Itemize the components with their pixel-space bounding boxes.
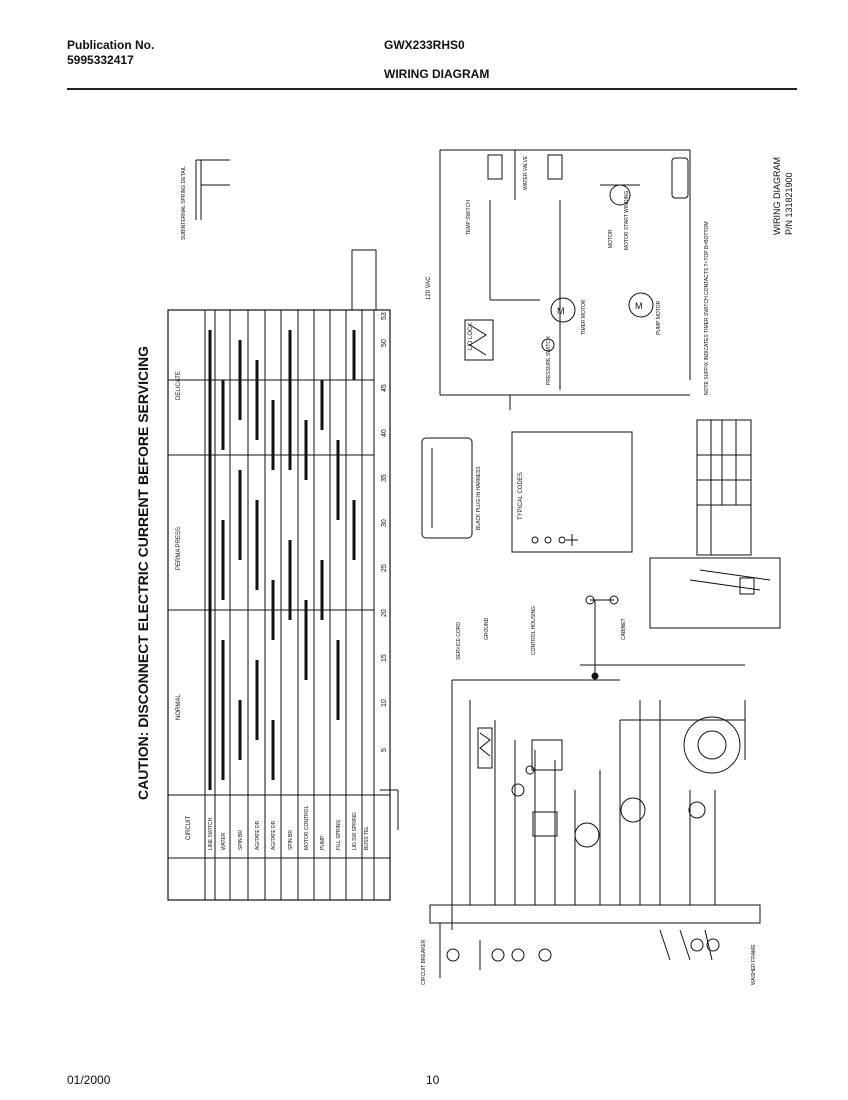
model-number: GWX233RHS0 [384, 38, 465, 52]
cord-detail [649, 557, 781, 629]
footer-date: 01/2000 [67, 1073, 111, 1087]
row-buss: BUSS TEL [364, 826, 370, 850]
tick-30: 30 [381, 519, 388, 527]
plug-harness: BLACK PLUG-IN HARNESS [421, 437, 482, 539]
row-line-switch: LINE SWITCH [208, 817, 214, 850]
timer-contact-note: NOTE SUFFIX INDICATES TIMER SWITCH CONTA… [704, 221, 710, 395]
label-cabinet: CABINET [621, 618, 627, 640]
tick-53: 53 [381, 312, 388, 320]
row-fill-spring: FILL SPRING [336, 820, 342, 850]
label-service-cord: SERVICE CORD [456, 622, 462, 660]
label-pressure-switch: PRESSURE SWITCH [546, 336, 552, 385]
col-circuit: CIRCUIT [186, 815, 192, 840]
spring-detail-label: SUBINTERNAL SPRING DETAIL [181, 166, 187, 240]
tick-25: 25 [381, 564, 388, 572]
legend: TYPICAL CODES [511, 431, 633, 553]
label-start-winding: MOTOR START WINDING [624, 191, 630, 250]
page-number: 10 [426, 1073, 440, 1087]
wiring-diagram: CAUTION: DISCONNECT ELECTRIC CURRENT BEF… [135, 149, 794, 985]
timer-chart [167, 309, 391, 901]
spring-detail: SUBINTERNAL SPRING DETAIL [181, 159, 230, 240]
label-timer-motor: TIMER MOTOR [581, 299, 587, 335]
label-control-housing: CONTROL HOUSING [531, 606, 537, 655]
lower-wiring: SERVICE CORD GROUND CONTROL HOUSING CABI… [421, 595, 761, 985]
label-circuit-breaker: CIRCUIT BREAKER [421, 939, 427, 985]
label-water-valve: WATER VALVE [523, 155, 529, 190]
tick-15: 15 [381, 654, 388, 662]
col-perma-press: PERMA PRESS [176, 527, 182, 570]
tick-45: 45 [381, 384, 388, 392]
row-agitate-2: AGITATE DR [271, 820, 277, 850]
caution-text: CAUTION: DISCONNECT ELECTRIC CURRENT BEF… [135, 346, 151, 800]
temp-switch-table [696, 419, 752, 556]
row-spin-br: SPIN BR [238, 830, 244, 850]
tick-40: 40 [381, 429, 388, 437]
header-rule [67, 88, 797, 90]
col-normal: NORMAL [176, 694, 182, 720]
label-washer-frame: WASHER FRAME [751, 944, 757, 985]
svg-text:M: M [557, 306, 565, 316]
tick-10: 10 [381, 699, 388, 707]
row-agitate-1: AGITATE DR [255, 820, 261, 850]
legend-title: TYPICAL CODES [518, 472, 524, 520]
row-lid-sw: LID SW SPRING [352, 812, 358, 850]
publication-number: 5995332417 [67, 53, 134, 67]
tick-20: 20 [381, 609, 388, 617]
tick-5: 5 [381, 748, 388, 752]
schematic: M M 120 VAC LID LOCK TEMP SWITCH WATER V… [426, 149, 691, 410]
drawing-title: WIRING DIAGRAM [772, 157, 782, 235]
label-pump-motor: PUMP MOTOR [656, 300, 662, 335]
row-motor-control: MOTOR CONTROL [304, 805, 310, 850]
tick-50: 50 [381, 339, 388, 347]
tick-35: 35 [381, 474, 388, 482]
label-120vac: 120 VAC [426, 276, 432, 300]
label-ground: GROUND [484, 617, 490, 640]
label-temp-switch: TEMP SWITCH [466, 200, 472, 235]
row-pump: PUMP [320, 835, 326, 850]
label-motor: MOTOR [608, 229, 614, 248]
drawing-part-number: P/N 131821900 [784, 172, 794, 235]
col-delicate: DELICATE [176, 371, 182, 400]
row-water: WATER [221, 832, 227, 850]
publication-label: Publication No. [67, 38, 155, 52]
svg-text:M: M [635, 301, 643, 311]
page-title: WIRING DIAGRAM [384, 67, 490, 81]
label-lid-lock: LID LOCK [468, 323, 474, 350]
row-spin-br-2: SPIN BR [288, 830, 294, 850]
harness-title: BLACK PLUG-IN HARNESS [476, 466, 482, 530]
